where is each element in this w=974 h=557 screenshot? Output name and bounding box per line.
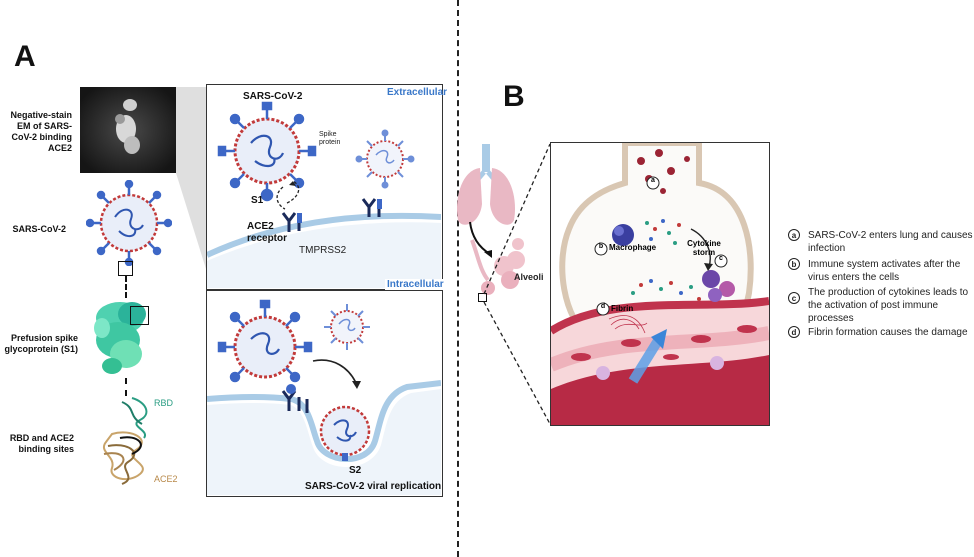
extracellular-scene: [207, 101, 441, 288]
spike-zoom-box: [118, 261, 133, 276]
label-ace2: ACE2: [154, 474, 178, 484]
rbd-zoom-box: [130, 306, 149, 325]
intracellular-scene: [207, 299, 441, 495]
label-rbd: RBD: [154, 398, 174, 408]
alveolus-zoom-box: [478, 293, 487, 302]
lungs-illustration: [456, 144, 516, 225]
label-sars-cov-2-extracellular: SARS-CoV-2: [243, 91, 303, 102]
label-alveoli: Alveoli: [514, 272, 544, 282]
label-tmprss2: TMPRSS2: [299, 245, 347, 256]
legend-item-c: c The production of cytokines leads to t…: [788, 286, 974, 325]
label-s1: S1: [251, 195, 264, 206]
legend-badge-d: d: [788, 326, 800, 338]
extracellular-box: Extracellular SARS-CoV-2 Spike protein S…: [206, 84, 447, 290]
negative-stain-em-image: [80, 87, 176, 173]
dashed-connector-2: [125, 378, 127, 396]
badge-d-scene: d: [600, 303, 606, 310]
label-s2: S2: [349, 465, 362, 476]
legend-item-a: a SARS-CoV-2 enters lung and causes infe…: [788, 229, 974, 255]
legend-item-b: b Immune system activates after the viru…: [788, 258, 974, 284]
dashed-connector-1: [125, 276, 127, 298]
badge-a-scene: a: [651, 177, 655, 184]
legend-text-c: The production of cytokines leads to the…: [808, 287, 969, 324]
label-spike-protein: Spike protein: [319, 131, 341, 146]
rbd-ace2-structure: [103, 397, 148, 485]
panel-letter-b: B: [503, 80, 525, 113]
label-rbd-ace2-sites: RBD and ACE2 binding sites: [9, 433, 74, 454]
label-macrophage: Macrophage: [609, 243, 657, 252]
alveolus-detail-box: a b Macrophage Cytokine storm c d Fibrin: [550, 142, 770, 426]
label-ace2-receptor: ACE2 receptor: [247, 221, 288, 244]
sars-cov-2-virus-small: [86, 180, 172, 266]
label-prefusion-spike: Prefusion spike glycoprotein (S1): [4, 333, 78, 354]
label-fibrin: Fibrin: [611, 304, 634, 313]
legend-badge-b: b: [788, 258, 800, 270]
label-viral-replication: SARS-CoV-2 viral replication: [305, 481, 442, 492]
legend-item-d: d Fibrin formation causes the damage: [788, 326, 974, 339]
lung-to-alveoli-arrow: [469, 221, 492, 258]
badge-c-scene: c: [719, 255, 723, 262]
zoom-wedge: [176, 87, 206, 269]
panel-letter-a: A: [14, 40, 36, 73]
intracellular-box: Intracellular S2 SARS-CoV-2 viral replic…: [206, 279, 446, 497]
legend-text-d: Fibrin formation causes the damage: [808, 327, 968, 338]
legend-badge-a: a: [788, 229, 800, 241]
legend-text-b: Immune system activates after the virus …: [808, 259, 961, 283]
label-sars-cov-2: SARS-CoV-2: [12, 224, 66, 234]
legend-badge-c: c: [788, 292, 800, 304]
legend-text-a: SARS-CoV-2 enters lung and causes infect…: [808, 230, 973, 254]
label-extracellular: Extracellular: [387, 87, 448, 98]
label-intracellular: Intracellular: [385, 279, 446, 290]
label-cytokine-storm: Cytokine storm: [687, 239, 721, 257]
spike-glycoprotein-structure: [94, 302, 146, 374]
badge-b-scene: b: [598, 243, 604, 250]
label-negative-stain-em: Negative-stain EM of SARS-CoV-2 binding …: [10, 110, 72, 153]
panel-divider: [457, 0, 459, 557]
alveolus-scene: [551, 143, 769, 425]
zoom-dashed-lines: [483, 143, 551, 425]
